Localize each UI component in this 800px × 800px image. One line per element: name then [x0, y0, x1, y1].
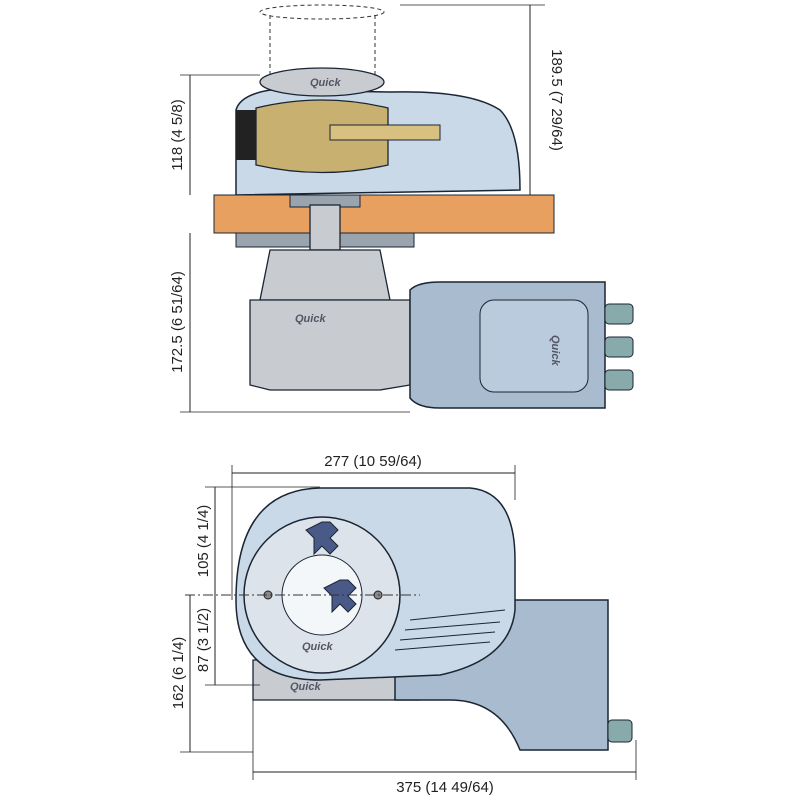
- dim-center-to-back: 87 (3 1/2): [195, 608, 212, 672]
- cover-logo: Quick: [302, 641, 333, 653]
- shaft: [309, 204, 341, 251]
- gypsy-wheel: [255, 99, 389, 174]
- capstan-ghost-outline: [259, 4, 385, 20]
- dim-overall-length: 375 (14 49/64): [396, 779, 494, 796]
- housing-side-plate: [236, 110, 256, 160]
- motor-cover: [479, 299, 589, 393]
- dim-above-deck-height: 118 (4 5/8): [169, 99, 186, 170]
- cable-glands: [604, 303, 634, 391]
- dimension-lines: [180, 4, 637, 780]
- dim-total-height: 189.5 (7 29/64): [548, 49, 565, 151]
- gearbox-logo: Quick: [295, 313, 326, 325]
- dim-below-deck-height: 172.5 (6 51/64): [169, 271, 186, 373]
- housing-vents: [394, 609, 506, 651]
- dim-front-to-center: 105 (4 1/4): [195, 505, 212, 578]
- chain-stripper: [329, 124, 441, 141]
- gearbox-upper: [259, 249, 391, 301]
- hub-star-icon: [323, 579, 357, 614]
- top-view: Quick Quick: [185, 487, 633, 751]
- capstan-top: [259, 67, 385, 97]
- winch-handle-socket-icon: [305, 521, 339, 556]
- capstan-logo: Quick: [310, 77, 341, 89]
- motor-logo: Quick: [549, 335, 561, 366]
- deck-board: [213, 194, 555, 234]
- motor-glands: [607, 719, 633, 743]
- gearbox: [249, 299, 411, 391]
- dimension-labels: 189.5 (7 29/64) 118 (4 5/8) 172.5 (6 51/…: [169, 49, 565, 796]
- side-view: Quick Quick Quick: [213, 4, 634, 409]
- gearbox-top-logo: Quick: [290, 681, 321, 693]
- dim-center-to-motor-end: 162 (6 1/4): [170, 637, 187, 710]
- dim-top-width: 277 (10 59/64): [324, 453, 422, 470]
